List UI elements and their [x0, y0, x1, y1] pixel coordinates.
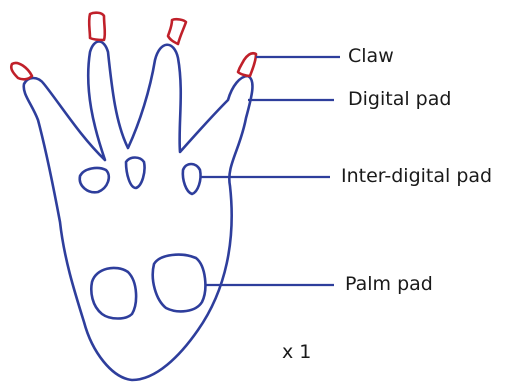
claw-left	[9, 61, 34, 81]
label-inter-digital-pad: Inter-digital pad	[341, 165, 493, 187]
inter-digital-pad-middle	[124, 156, 146, 190]
claw-third	[166, 17, 188, 46]
claw-right	[236, 51, 258, 78]
label-digital-pad: Digital pad	[348, 88, 452, 110]
paw-outline	[22, 40, 254, 382]
scale-label: x 1	[282, 341, 312, 363]
inter-digital-pad-left	[78, 166, 111, 194]
palm-pad-left	[90, 266, 138, 320]
claw-second	[87, 11, 107, 42]
inter-digital-pad-right	[181, 162, 202, 196]
label-palm-pad: Palm pad	[345, 273, 433, 295]
label-claw: Claw	[348, 45, 394, 67]
palm-pad-right	[151, 253, 207, 313]
